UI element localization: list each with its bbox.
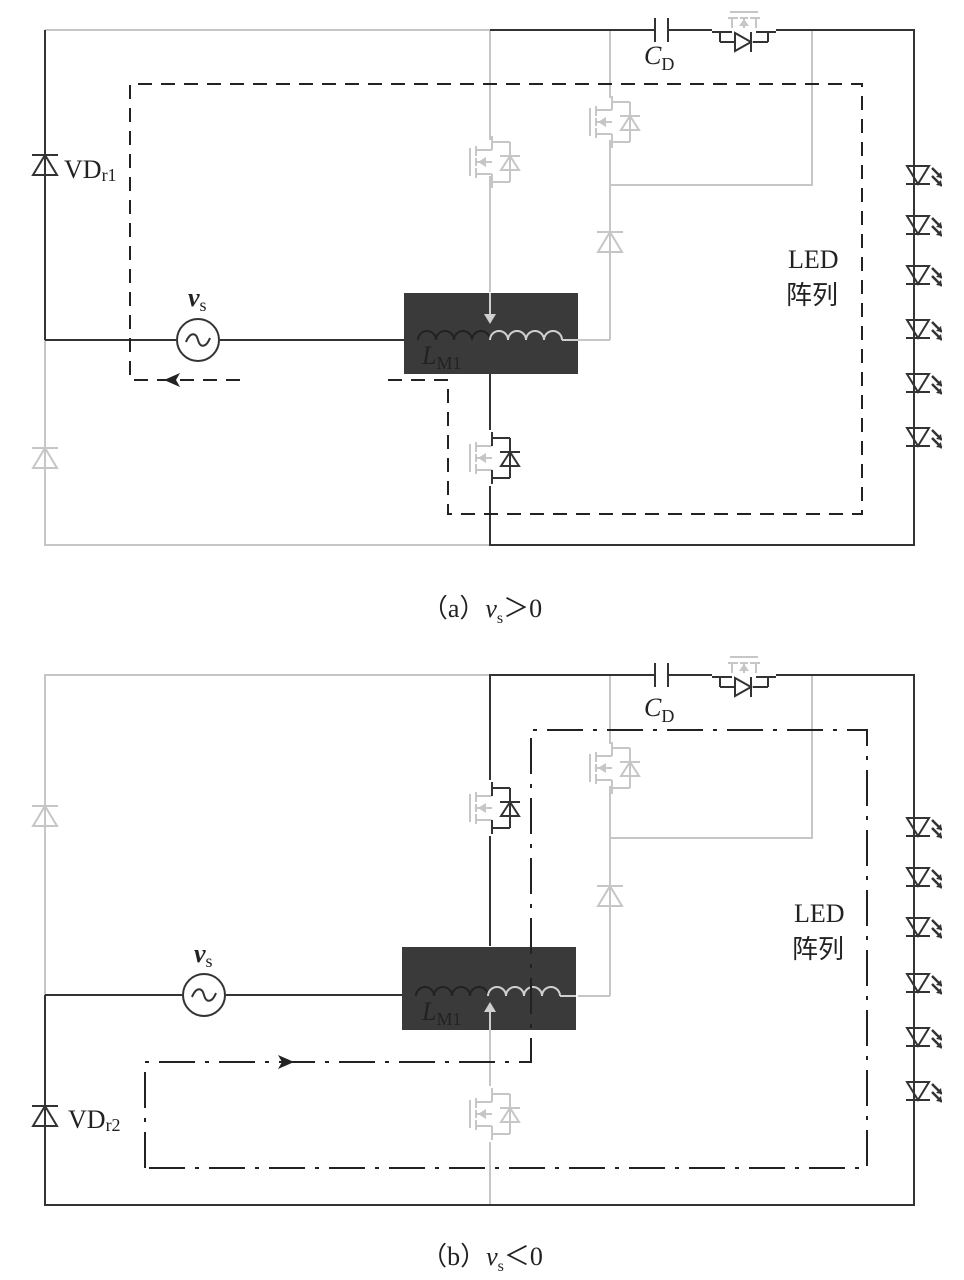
switch-s3-icon — [589, 741, 641, 795]
current-path-b — [144, 729, 868, 1169]
led-label-b1: LED — [794, 899, 845, 928]
cap-label-a: CD — [644, 41, 674, 74]
flux-arrowhead-icon — [484, 314, 496, 324]
ac-source-icon — [176, 318, 220, 362]
led-icon — [904, 372, 942, 396]
switch-s4-icon — [469, 1087, 521, 1141]
caption-a-var: v — [485, 594, 497, 623]
current-path-a — [129, 83, 863, 515]
led-array-a — [904, 164, 942, 450]
panel-a: CD VDr1 vs LM1 LED 阵列 — [31, 11, 942, 546]
caption-b-prefix: （b） — [421, 1242, 487, 1271]
capacitor-cd-b — [654, 663, 669, 687]
switch-s2-icon — [711, 11, 777, 53]
active-wiring-a — [44, 29, 915, 546]
current-arrow-icon — [278, 1055, 294, 1069]
led-icon — [904, 972, 942, 996]
secondary-winding — [487, 986, 561, 997]
led-icon — [904, 214, 942, 238]
led-icon — [904, 816, 942, 840]
switch-s2-icon — [711, 656, 777, 698]
caption-b-var: v — [486, 1242, 498, 1271]
caption-a-sub: s — [496, 610, 504, 628]
source-label-a: vs — [188, 283, 207, 315]
led-icon — [904, 164, 942, 188]
switch-s4-icon — [469, 431, 521, 485]
switch-s3-icon — [589, 95, 641, 149]
source-label-b: vs — [194, 939, 213, 971]
switch-s1-icon — [469, 781, 521, 835]
inductor-label-b: LM1 — [421, 997, 461, 1029]
switch-s1-icon — [469, 135, 521, 189]
active-wiring-b — [44, 674, 915, 1206]
primary-winding — [415, 986, 489, 997]
diode-label-b: VDr2 — [68, 1105, 121, 1135]
caption-a: （a）vs＞0 — [0, 588, 964, 628]
led-label-b2: 阵列 — [792, 935, 844, 964]
caption-b: （b）vs＜0 — [0, 1236, 964, 1276]
capacitor-cd — [654, 18, 669, 42]
primary-winding — [417, 330, 491, 341]
led-icon — [904, 866, 942, 890]
panel-b: CD VDr2 vs LM1 LED 阵列 — [31, 656, 942, 1206]
led-icon — [904, 1080, 942, 1104]
inductor-label-a: LM1 — [421, 341, 461, 373]
led-icon — [904, 264, 942, 288]
caption-a-prefix: （a） — [421, 594, 486, 623]
led-icon — [904, 426, 942, 450]
inactive-wiring-a — [44, 29, 813, 546]
led-icon — [904, 1026, 942, 1050]
flux-arrowhead-icon — [484, 1002, 496, 1012]
inactive-wiring-b — [44, 674, 813, 1205]
led-icon — [904, 916, 942, 940]
caption-b-sub: s — [497, 1258, 504, 1276]
caption-b-relation: ＜0 — [503, 1242, 543, 1271]
led-array-b — [904, 816, 942, 1104]
diode-label-a: VDr1 — [64, 155, 117, 185]
ac-source-icon — [182, 973, 226, 1017]
caption-a-relation: ＞0 — [503, 594, 543, 623]
cap-label-b: CD — [644, 693, 674, 726]
current-arrow-icon — [164, 373, 180, 387]
led-icon — [904, 318, 942, 342]
led-label-a1: LED — [788, 245, 839, 274]
secondary-winding — [489, 330, 563, 341]
led-label-a2: 阵列 — [786, 281, 838, 310]
